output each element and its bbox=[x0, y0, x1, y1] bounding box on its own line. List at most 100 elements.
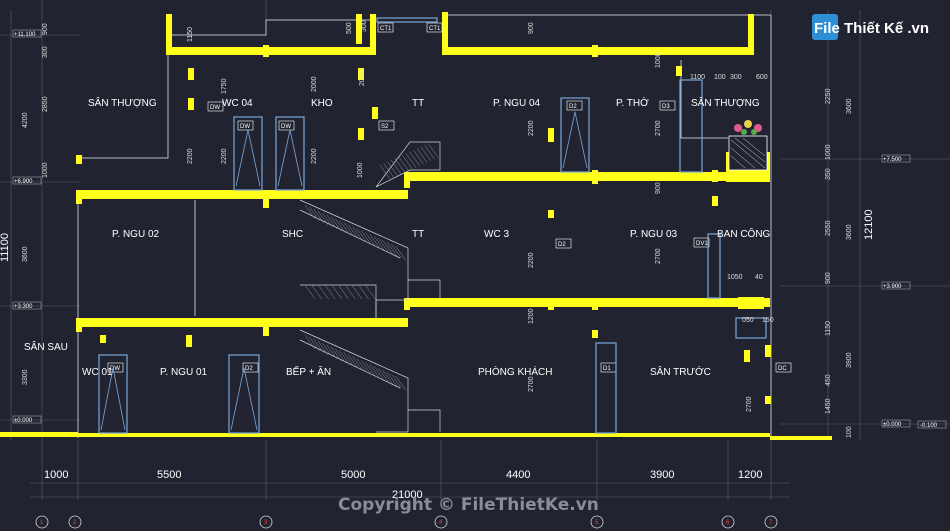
door-tag: DW bbox=[210, 105, 220, 111]
hatch-line bbox=[420, 146, 432, 162]
dim-3600-left: 3600 bbox=[22, 246, 29, 262]
dim-inner-1750: 1750 bbox=[221, 78, 228, 94]
hatch-line bbox=[330, 216, 342, 231]
hatch-line bbox=[395, 245, 406, 261]
axis-marker-circle bbox=[259, 515, 273, 529]
hatch-line bbox=[331, 284, 343, 300]
door-tag-box bbox=[566, 100, 583, 111]
dim-h-150: 150 bbox=[762, 317, 774, 324]
dim-inner-1150: 1150 bbox=[187, 27, 194, 42]
hatch-line bbox=[343, 222, 355, 237]
dim-3900: 3900 bbox=[650, 469, 674, 481]
room-tt-top: TT bbox=[412, 98, 424, 109]
door-swings bbox=[100, 111, 588, 431]
room-kho: KHO bbox=[311, 98, 333, 109]
hatch-line bbox=[378, 238, 389, 253]
hatch-line bbox=[356, 358, 368, 373]
hatch-line bbox=[402, 154, 413, 170]
hatch-line bbox=[313, 208, 324, 224]
door-tag-box bbox=[242, 362, 259, 373]
dim-3600-right-b: 3600 bbox=[846, 224, 853, 240]
dim-inner-1000-b: 1000 bbox=[655, 52, 662, 68]
dim-h-300: 300 bbox=[730, 74, 742, 81]
hatch-line bbox=[322, 212, 333, 227]
dim-h-100: 100 bbox=[714, 74, 726, 81]
hatch-line bbox=[347, 224, 359, 239]
dim-5500: 5500 bbox=[157, 469, 181, 481]
dim-inner-900-b: 900 bbox=[655, 182, 662, 194]
dim-450-right: 450 bbox=[825, 374, 832, 386]
hatch-line bbox=[352, 356, 363, 371]
dim-total-11100: 11100 bbox=[0, 233, 11, 262]
door-tag-box bbox=[426, 22, 443, 33]
door-tag: DW bbox=[281, 124, 291, 130]
hatch-line bbox=[360, 360, 372, 375]
room-p-ngu-01: P. NGU 01 bbox=[160, 367, 207, 378]
door-tag: CT1 bbox=[429, 26, 441, 32]
door-tag-box bbox=[377, 22, 394, 33]
level-neg-0100: -0.100 bbox=[920, 423, 938, 429]
hatch-line bbox=[382, 240, 393, 255]
hatch-line bbox=[365, 362, 376, 377]
dim-inner-2700-b: 2700 bbox=[655, 248, 662, 264]
level-3900: +3.900 bbox=[883, 284, 902, 290]
door-tag: S2 bbox=[381, 124, 389, 130]
level-0000-right: ±0.000 bbox=[883, 422, 902, 428]
hatch-line bbox=[369, 234, 380, 249]
dim-inner-1200: 1200 bbox=[528, 308, 535, 324]
dim-300-left: 300 bbox=[42, 46, 49, 58]
dim-350-right: 350 bbox=[825, 168, 832, 180]
dim-2850-left: 2850 bbox=[42, 96, 49, 112]
hatch-line bbox=[330, 346, 342, 361]
hatch-line bbox=[390, 159, 402, 175]
door-tag-box bbox=[693, 237, 710, 248]
hatch-line bbox=[304, 204, 316, 220]
level-7500: +7.500 bbox=[883, 157, 902, 163]
door-tag: D2 bbox=[245, 366, 253, 372]
logo-badge bbox=[812, 14, 838, 40]
hatch-line bbox=[343, 352, 355, 367]
dim-1000: 1000 bbox=[44, 469, 68, 481]
hatch-line bbox=[373, 366, 385, 381]
hatch-line bbox=[338, 284, 349, 300]
dim-inner-2200-e: 2200 bbox=[528, 120, 535, 136]
hatch-line bbox=[391, 243, 402, 259]
hatch-line bbox=[387, 161, 398, 176]
axis-marker-circle bbox=[764, 515, 778, 529]
dim-inner-300: 300 bbox=[361, 20, 368, 32]
axis-marker-label: 4 bbox=[439, 520, 443, 526]
hatch-line bbox=[369, 364, 380, 379]
axis-marker-label: 6 bbox=[726, 520, 730, 526]
hatch-line bbox=[309, 206, 320, 222]
door-tag-box bbox=[237, 120, 254, 131]
axis-marker-circle bbox=[35, 515, 49, 529]
dim-inner-2000: 2000 bbox=[311, 76, 318, 92]
hatch-line bbox=[335, 218, 346, 233]
dim-1000-left: 1000 bbox=[42, 162, 49, 178]
dim-h-1100: 1100 bbox=[690, 74, 705, 81]
hatch-line bbox=[326, 344, 337, 359]
hatch-line bbox=[335, 348, 346, 363]
dim-2250-right: 2250 bbox=[825, 88, 832, 104]
hatch-line bbox=[383, 163, 394, 178]
hatch-line bbox=[304, 334, 316, 350]
hatch-line bbox=[386, 241, 398, 257]
door-tag: D1 bbox=[603, 366, 611, 372]
hatch-line bbox=[424, 145, 435, 160]
room-san-thuong-1: SÂN THƯỢNG bbox=[88, 96, 157, 109]
door-tag-box bbox=[278, 120, 295, 131]
door-tag: DV1 bbox=[696, 241, 708, 247]
door-tag-box bbox=[107, 362, 124, 373]
hatch-line bbox=[356, 228, 368, 243]
dim-h-050: 050 bbox=[742, 317, 754, 324]
axis-marker-circle bbox=[590, 515, 604, 529]
hatch-line bbox=[360, 230, 372, 245]
hatch-line bbox=[379, 164, 391, 180]
hatch-line bbox=[351, 284, 363, 300]
level-marks-left bbox=[12, 29, 947, 429]
hatch-line bbox=[378, 368, 389, 383]
hatch-line bbox=[339, 220, 350, 235]
planter bbox=[728, 120, 768, 171]
